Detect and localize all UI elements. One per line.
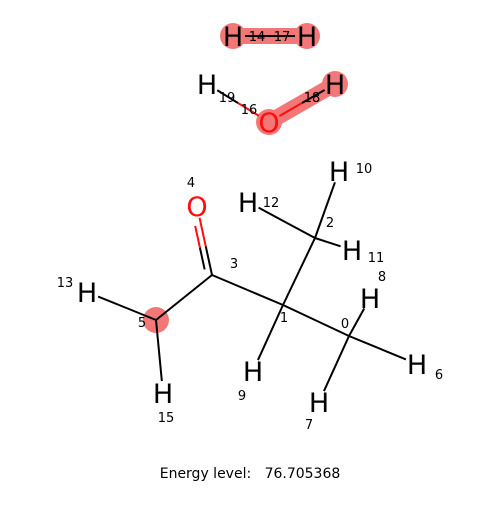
bond-half [355,308,366,323]
oxygen-atom-label: O [186,192,207,223]
atom-index-label: 19 [219,91,236,106]
atom-highlight [294,23,320,49]
atom-index-label: 17 [274,30,291,45]
atom-index-label: 16 [241,103,258,118]
atom-index-label: 6 [435,368,443,383]
atom-highlight [256,109,282,135]
bond-half [155,296,185,321]
hydrogen-atom-label: H [223,22,243,53]
bond-half [301,89,326,104]
atom-index-label: 3 [230,257,238,272]
bond-half [348,321,358,337]
atom-index-label: 15 [158,411,175,426]
bond-half [247,289,284,306]
bond-half [282,271,300,306]
atom-index-label: 9 [238,389,246,404]
bond-half [314,209,326,239]
hydrogen-atom-label: H [329,157,349,188]
atom-index-label: 7 [305,418,313,433]
atom-index-label: 5 [138,316,146,331]
hydrogen-atom-label: H [77,278,97,309]
bond-half [194,225,201,248]
bond-half [315,319,350,337]
hydrogen-atom-label: H [342,236,362,267]
bond-half [269,304,284,333]
bond-half [97,295,128,310]
oxygen-atom-label: O [258,108,279,139]
bond-half [324,181,336,211]
bond-half [282,304,317,322]
bond-half [298,237,316,272]
atom-index-label: 12 [263,196,280,211]
atom-index-label: 18 [304,91,321,106]
bond-half [155,319,160,351]
bond-half [198,247,206,270]
atom-index-label: 0 [341,317,349,332]
bond-half [126,307,157,321]
bond-half [278,102,303,117]
bond-half [286,221,316,239]
energy-label: Energy level: [159,466,252,482]
bond-half [183,274,213,299]
atom-highlight [322,71,348,97]
atom-index-label: 11 [368,251,385,266]
bond-half [211,274,248,291]
bond-layer [97,35,407,392]
energy-value: 76.705368 [264,466,341,482]
hydrogen-atom-label: H [238,188,258,219]
bond-half [204,246,213,276]
atom-index-label: 13 [57,276,74,291]
bond-half [323,363,338,392]
hydrogen-atom-label: H [309,388,329,419]
atom-index-label: 2 [326,216,334,231]
highlight-layer [143,23,348,333]
hydrogen-atom-label: H [407,350,427,381]
energy-caption: Energy level: 76.705368 [0,466,500,490]
hydrogen-atom-label: H [243,357,263,388]
atom-index-label: 8 [378,270,386,285]
bond-half [348,335,378,349]
bond-half [314,237,329,244]
bond-half [335,335,350,364]
atom-highlight [220,23,246,49]
bond-half [257,332,272,361]
atom-index-label: 14 [249,30,266,45]
atom-index-label: 10 [356,162,373,177]
atom-index-label: 1 [280,311,288,326]
bond-half [216,89,239,104]
bond-half [258,206,288,224]
hydrogen-atom-label: H [153,379,173,410]
bond-half [157,350,163,382]
bond-half [198,217,207,247]
bond-half [377,346,407,361]
bond-half [237,102,260,117]
hydrogen-atom-label: H [325,70,345,101]
bond-half [327,241,341,248]
atom-index-label: 4 [187,176,195,191]
hydrogen-atom-label: H [297,22,317,53]
hydrogen-atom-label: H [197,70,217,101]
hydrogen-atom-label: H [360,284,380,315]
